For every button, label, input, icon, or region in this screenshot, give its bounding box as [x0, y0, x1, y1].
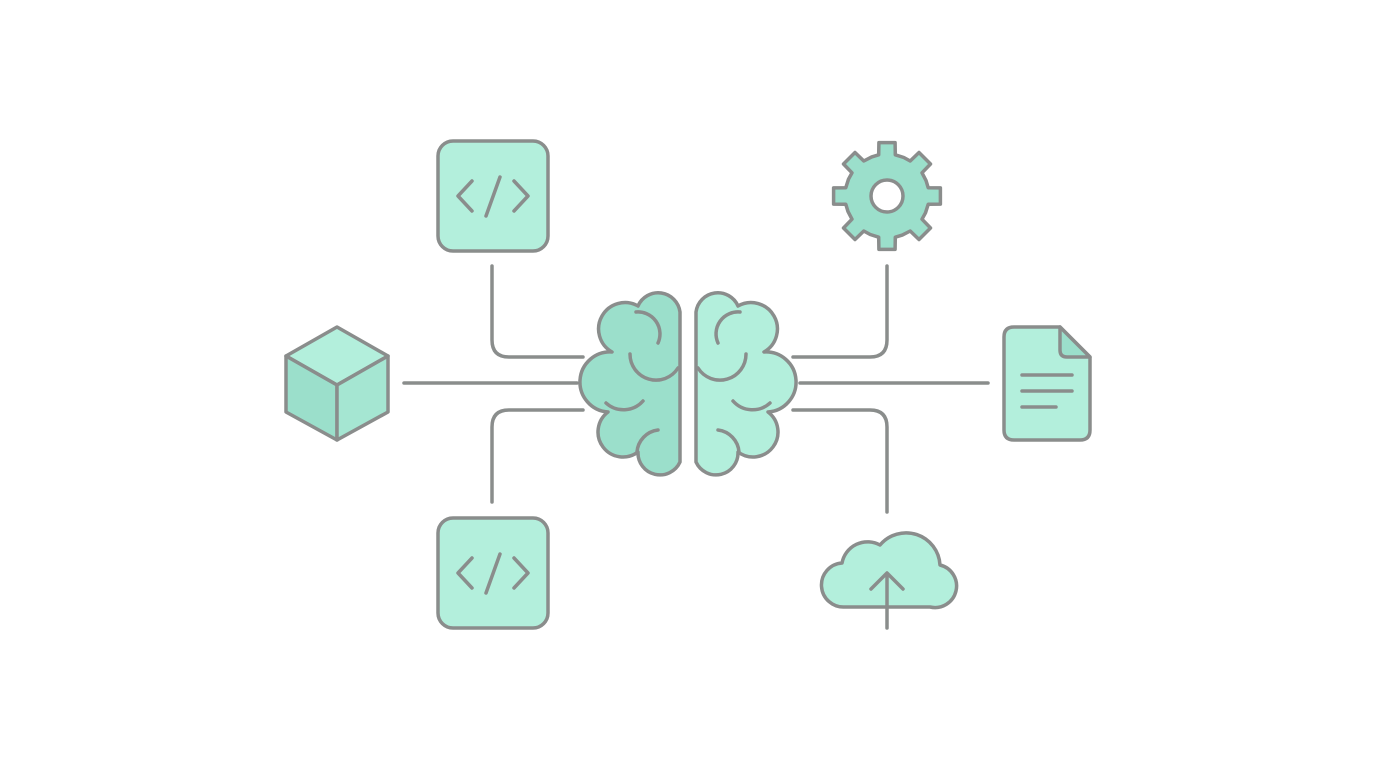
cloud-upload-icon — [819, 531, 959, 630]
connectors — [402, 264, 990, 514]
connector-bottom-right — [791, 408, 889, 514]
brain-left-hemisphere — [578, 291, 682, 477]
connector-top-right — [791, 264, 889, 359]
document-icon — [1002, 325, 1092, 442]
cube-icon — [284, 325, 390, 442]
code-icon — [436, 139, 550, 253]
code-icon — [436, 516, 550, 630]
brain-icon — [578, 291, 798, 477]
brain-right-hemisphere — [694, 291, 798, 477]
gear-icon — [831, 140, 943, 252]
connector-top-left — [490, 264, 585, 359]
connector-bottom-left — [490, 408, 585, 504]
